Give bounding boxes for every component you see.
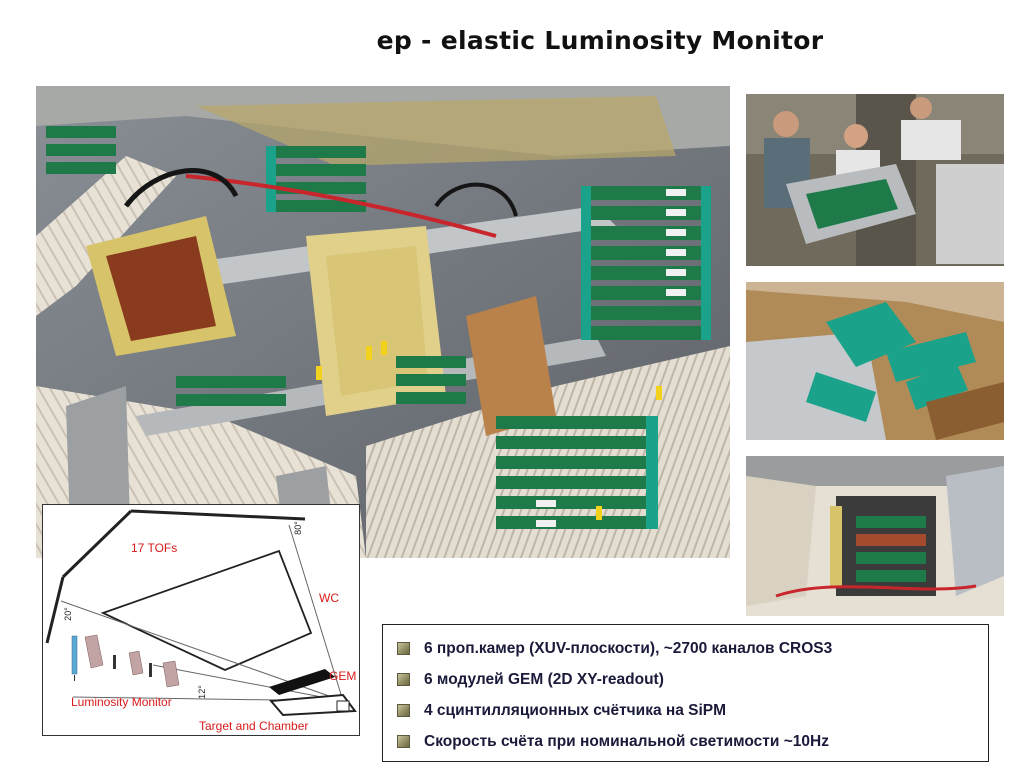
spec-item: 6 проп.камер (XUV-плоскости), ~2700 кана… xyxy=(397,633,974,664)
layout-diagram: 17 TOFs WC GEM Luminosity Monitor Target… xyxy=(42,504,360,736)
gem-modules-photo xyxy=(746,282,1004,440)
spec-item: Скорость счёта при номинальной светимост… xyxy=(397,726,974,757)
spec-text: Скорость счёта при номинальной светимост… xyxy=(424,732,829,750)
luminosity-monitor-label: Luminosity Monitor xyxy=(71,695,172,709)
spec-text: 6 модулей GEM (2D XY-readout) xyxy=(424,670,664,688)
specs-box: 6 проп.камер (XUV-плоскости), ~2700 кана… xyxy=(382,624,989,762)
bullet-square-icon xyxy=(397,642,410,655)
main-detector-photo xyxy=(36,86,730,558)
chamber-inside-photo xyxy=(746,456,1004,616)
angle-20-label: 20° xyxy=(62,607,73,621)
target-chamber-label: Target and Chamber xyxy=(199,719,309,733)
gem-label: GEM xyxy=(329,669,357,683)
spec-item: 6 модулей GEM (2D XY-readout) xyxy=(397,664,974,695)
bullet-square-icon xyxy=(397,673,410,686)
bullet-square-icon xyxy=(397,704,410,717)
spec-text: 4 сцинтилляционных счётчика на SiPM xyxy=(424,701,727,719)
tofs-label: 17 TOFs xyxy=(131,541,178,555)
slide-title: ep - elastic Luminosity Monitor xyxy=(376,26,824,55)
spec-item: 4 сцинтилляционных счётчика на SiPM xyxy=(397,695,974,726)
bullet-square-icon xyxy=(397,735,410,748)
angle-80-label: 80° xyxy=(292,521,303,535)
spec-text: 6 проп.камер (XUV-плоскости), ~2700 кана… xyxy=(424,639,833,657)
team-assembly-photo xyxy=(746,94,1004,266)
wc-label: WC xyxy=(319,591,339,605)
angle-12-label: 12° xyxy=(196,685,207,699)
